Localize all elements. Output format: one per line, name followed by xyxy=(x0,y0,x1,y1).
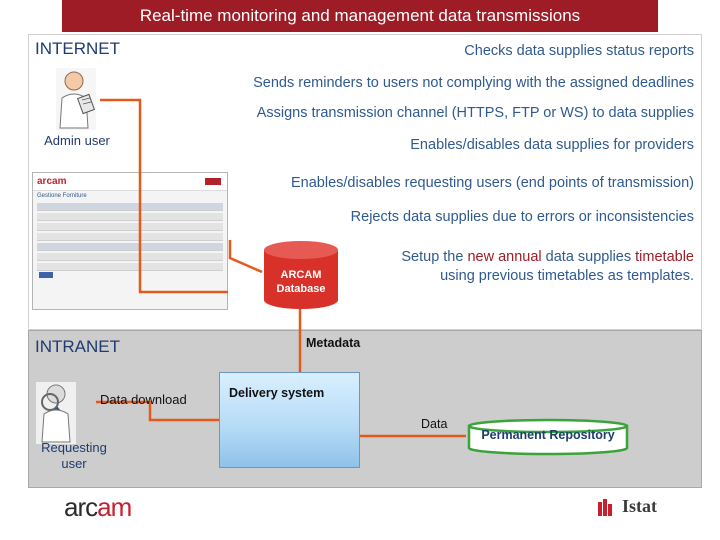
database-label: ARCAM Database xyxy=(262,268,340,296)
database-label-line2: Database xyxy=(262,282,340,296)
arcam-logo: arcam xyxy=(64,492,131,523)
istat-logo-text: Istat xyxy=(622,496,657,517)
requesting-user-icon xyxy=(36,382,76,444)
app-to-database-connector xyxy=(230,240,262,272)
admin-to-app-connector xyxy=(100,100,228,292)
database-label-line1: ARCAM xyxy=(262,268,340,282)
arcam-logo-suffix: am xyxy=(97,492,131,522)
istat-logo-icon xyxy=(598,498,616,516)
requesting-user-label: Requesting user xyxy=(34,440,114,472)
delivery-system-label: Delivery system xyxy=(229,386,324,400)
data-download-label: Data download xyxy=(100,392,187,407)
permanent-repository-label: Permanent Repository xyxy=(466,428,630,442)
metadata-label: Metadata xyxy=(306,336,360,350)
data-flow-label: Data xyxy=(421,417,447,431)
arcam-logo-prefix: arc xyxy=(64,492,97,522)
